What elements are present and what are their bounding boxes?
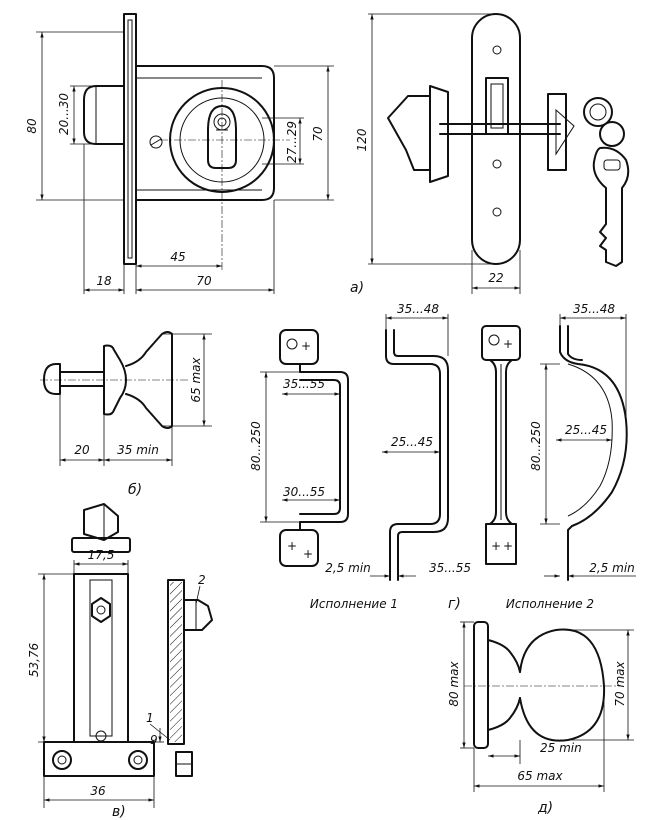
part-b-label: б): [128, 482, 142, 498]
svg-text:+: +: [287, 539, 297, 553]
part-v-latch: 17,5 53,76 9 36 1 2 в): [27, 503, 213, 820]
part-a-lock-front-view: 120 22 а): [350, 13, 630, 296]
dim-g-35-55-inner: 35...55: [283, 377, 325, 391]
dim-a-27-29: 27...29: [285, 121, 299, 163]
callout-v-1: 1: [146, 711, 154, 725]
part-g-handles: + + + 80...250 35...55 30...55 35...48 2…: [249, 302, 636, 612]
dim-a-45: 45: [170, 250, 185, 264]
part-a-label: а): [350, 280, 364, 296]
dim-d-70max: 70 max: [613, 660, 627, 706]
dim-b-65max: 65 max: [189, 356, 203, 402]
svg-text:+: +: [301, 339, 311, 353]
dim-a-70-horiz: 70: [196, 274, 212, 288]
dim-g-35-48-v2: 35...48: [573, 302, 615, 316]
dim-g-35-48-v1: 35...48: [397, 302, 439, 316]
dim-v-9: 9: [150, 733, 158, 747]
callout-v-2: 2: [198, 573, 206, 587]
dim-g-25-45-v2: 25...45: [565, 423, 607, 437]
part-a-lock-side-view: 80 20...30 27...29 70 45 18 70: [25, 13, 334, 294]
dim-g-35-55: 35...55: [429, 561, 471, 575]
dim-g-25-45-v1: 25...45: [391, 435, 433, 449]
variant-2-caption: Исполнение 2: [506, 597, 594, 611]
svg-text:+: +: [503, 337, 513, 351]
part-d-ball-knob: 80 max 70 max 25 min 65 max д): [447, 621, 634, 816]
dim-b-35min: 35 min: [117, 443, 159, 457]
dim-g-2-5min-v2: 2,5 min: [589, 561, 635, 575]
part-v-label: в): [112, 804, 126, 820]
dim-g-30-55: 30...55: [283, 485, 325, 499]
part-b-knob: 65 max 20 35 min б): [40, 331, 212, 498]
variant-1-caption: Исполнение 1: [310, 597, 398, 611]
dim-a-80: 80: [25, 118, 39, 134]
dim-d-80max: 80 max: [447, 660, 461, 706]
dim-v-17-5: 17,5: [88, 548, 115, 562]
dim-a-20-30: 20...30: [57, 93, 71, 135]
svg-text:+: +: [491, 539, 501, 553]
dim-v-53-76: 53,76: [27, 642, 41, 677]
dim-a-120: 120: [355, 128, 369, 151]
part-d-label: д): [537, 800, 553, 816]
dim-g-80-250-v2: 80...250: [529, 421, 543, 471]
dim-a-70-vert: 70: [311, 126, 325, 142]
dim-g-80-250-v1: 80...250: [249, 421, 263, 471]
dim-a-18: 18: [96, 274, 112, 288]
dim-a-22: 22: [488, 271, 503, 285]
part-g-label: г): [448, 596, 461, 612]
svg-text:+: +: [503, 539, 513, 553]
dim-d-25min: 25 min: [540, 741, 582, 755]
dim-v-36: 36: [90, 784, 106, 798]
dim-d-65max: 65 max: [517, 769, 563, 783]
dim-g-2-5min-v1: 2,5 min: [325, 561, 371, 575]
dim-b-20: 20: [74, 443, 90, 457]
svg-text:+: +: [303, 547, 313, 561]
